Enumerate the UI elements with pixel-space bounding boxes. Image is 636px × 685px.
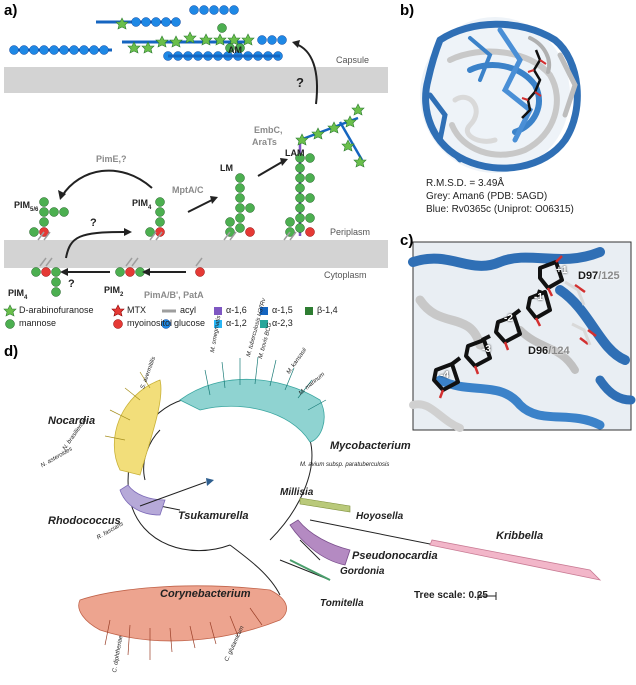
site-minus3: -3 — [482, 344, 491, 355]
arrowheads — [58, 40, 300, 276]
genus-pseudonocardia: Pseudonocardia — [352, 550, 438, 562]
legend-mannose: mannose — [19, 318, 57, 328]
glucose-icon — [161, 319, 171, 329]
kribbella-clade — [429, 539, 602, 581]
genus-kribbella: Kribbella — [496, 530, 544, 542]
mpta-label: MptA/C — [172, 185, 204, 195]
species-avium: M. avium subsp. paratuberculosis — [300, 462, 390, 468]
lam-label: LAM — [285, 148, 305, 158]
panel-a-label: a) — [4, 2, 18, 19]
legend-a15: α-1,5 — [272, 305, 293, 315]
genus-mycobacterium: Mycobacterium — [330, 440, 411, 452]
legend-a16: α-1,6 — [226, 305, 247, 315]
acyl-chains — [37, 231, 297, 267]
capsule-unknown: ? — [296, 75, 304, 90]
a12-icon — [214, 320, 222, 328]
genus-rhodococcus: Rhodococcus — [48, 515, 121, 527]
lm-structure — [225, 173, 255, 237]
legend-myoinositol: myoinositol — [127, 318, 173, 328]
pim56-label: PIM5/6 — [14, 200, 39, 213]
site-minus4: -4 — [440, 370, 449, 381]
arabinose-icon — [3, 304, 17, 317]
pime-label: PimE,? — [96, 154, 127, 164]
arats-label: AraTs — [252, 137, 277, 147]
capsule-membrane — [4, 67, 388, 93]
genus-hoyosella: Hoyosella — [356, 511, 404, 522]
legend-b14: β-1,4 — [317, 305, 338, 315]
legend-a23: α-2,3 — [272, 318, 293, 328]
genus-millisia: Millisia — [280, 487, 314, 498]
pim4-structure — [145, 197, 165, 237]
genus-gordonia: Gordonia — [340, 566, 385, 577]
site-plus1: +1 — [556, 265, 568, 276]
am-label: AM — [228, 45, 242, 55]
blue-structure-text: Blue: Rv0365c (Uniprot: O06315) — [426, 204, 574, 215]
cytoplasm-unknown: ? — [68, 278, 75, 290]
genus-tsukamurella: Tsukamurella — [178, 510, 249, 522]
cytoplasm-label: Cytoplasm — [324, 270, 367, 280]
genus-corynebacterium: Corynebacterium — [160, 588, 251, 600]
legend-arabinofuranose: D-arabinofuranose — [19, 305, 94, 315]
site-minus2: -2 — [504, 313, 513, 324]
genus-tomitella: Tomitella — [320, 598, 364, 609]
b14-icon — [305, 307, 313, 315]
tree-scale-label: Tree scale: 0.25 — [414, 590, 488, 601]
site-minus1: -1 — [534, 292, 543, 303]
periplasm-unknown: ? — [90, 217, 97, 229]
mtx-icon — [111, 304, 125, 317]
capsule-label: Capsule — [336, 55, 370, 65]
panel-d-label: d) — [4, 343, 19, 360]
scale-bar — [477, 592, 497, 600]
periplasm-label: Periplasm — [330, 227, 371, 237]
legend-acyl: acyl — [180, 305, 197, 315]
pim2-label: PIM2 — [104, 285, 124, 298]
a23-icon — [260, 320, 268, 328]
pim4-cyto-structure — [31, 267, 61, 297]
legend-mtx: MTX — [127, 305, 146, 315]
a16-icon — [214, 307, 222, 315]
plasma-membrane — [4, 240, 388, 268]
nocardia-clade — [113, 379, 162, 476]
rhodococcus-clade — [119, 484, 166, 516]
mycobacterium-clade — [179, 378, 325, 443]
hoyosella-clade — [299, 497, 351, 513]
lm-label: LM — [220, 163, 233, 173]
d96-label: D96/124 — [528, 345, 570, 357]
inositol-icon — [113, 319, 123, 329]
pathway-arrows — [61, 43, 318, 273]
rmsd-text: R.M.S.D. = 3.49Å — [426, 178, 505, 189]
grey-structure-text: Grey: Aman6 (PDB: 5AGD) — [426, 191, 548, 202]
pim4-label: PIM4 — [132, 198, 152, 211]
mannose-icon — [5, 319, 15, 329]
legend-a12: α-1,2 — [226, 318, 247, 328]
pim2-structure — [115, 267, 205, 277]
pim56-structure — [29, 197, 69, 237]
pima-label: PimA/B', PatA — [144, 290, 204, 300]
am-chains — [9, 5, 287, 61]
embc-label: EmbC, — [254, 125, 283, 135]
pim4-cyto-label: PIM4 — [8, 288, 28, 301]
pseudonocardia-clade — [289, 519, 351, 566]
panel-b-label: b) — [400, 2, 415, 19]
panel-c-label: c) — [400, 232, 414, 249]
d97-label: D97/125 — [578, 270, 620, 282]
genus-nocardia: Nocardia — [48, 415, 96, 427]
legend-glucose: glucose — [174, 318, 206, 328]
a15-icon — [260, 307, 268, 315]
